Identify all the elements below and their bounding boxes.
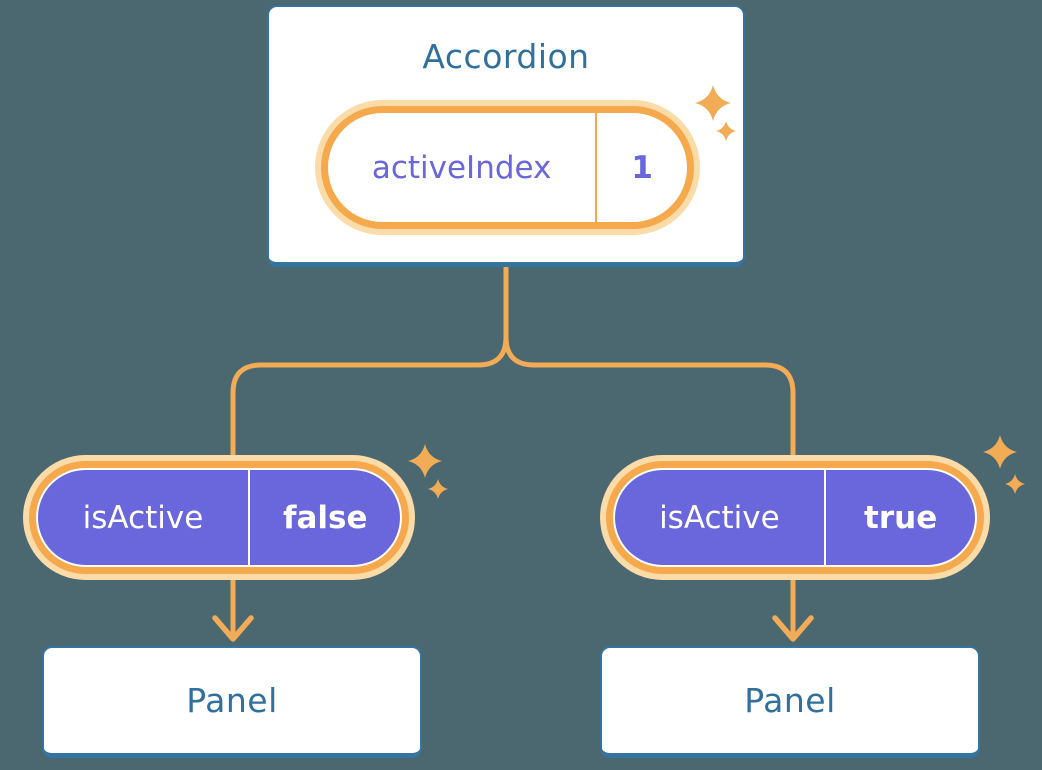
prop-value: true — [864, 499, 938, 536]
sparkle-icon — [428, 479, 448, 499]
pill-divider — [247, 470, 251, 565]
arrow-down-icon — [212, 615, 254, 642]
prop-pill-left: isActive false — [23, 455, 415, 580]
pill-divider — [823, 470, 827, 565]
panel-title: Panel — [744, 681, 836, 720]
prop-name: isActive — [82, 499, 204, 536]
pill-divider — [595, 113, 598, 222]
state-pill-ring: activeIndex 1 — [321, 106, 694, 229]
prop-value: false — [282, 499, 368, 536]
prop-pill-right: isActive true — [600, 455, 990, 580]
arrow-down-icon — [772, 615, 814, 642]
panel-component-box-right: Panel — [600, 646, 980, 758]
branch-line-left — [230, 265, 509, 462]
sparkle-icon — [1005, 474, 1025, 494]
prop-pill-ring: isActive false — [29, 461, 409, 574]
prop-name: isActive — [659, 499, 780, 536]
panel-title: Panel — [186, 681, 278, 720]
panel-component-box-left: Panel — [42, 646, 422, 758]
branch-line-right — [503, 265, 796, 462]
sparkle-icon — [408, 444, 442, 478]
state-name: activeIndex — [371, 149, 552, 186]
accordion-title: Accordion — [422, 37, 590, 76]
prop-pill-ring: isActive true — [606, 461, 984, 574]
state-pill: activeIndex 1 — [315, 100, 700, 235]
sparkle-icon — [983, 435, 1017, 469]
state-value: 1 — [631, 149, 653, 186]
